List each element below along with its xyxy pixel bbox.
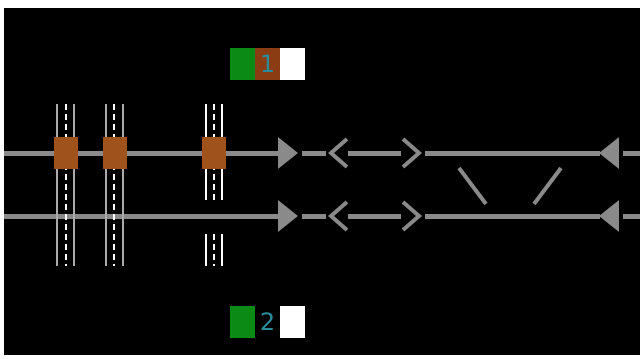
level-crossing[interactable] (54, 104, 78, 266)
track-segment[interactable] (425, 214, 600, 219)
track-segment[interactable] (623, 151, 640, 156)
track-segment[interactable] (348, 151, 401, 156)
crossover-left[interactable] (457, 166, 488, 206)
chevron-right-icon[interactable] (401, 137, 423, 169)
track-lower (4, 214, 640, 219)
track-segment[interactable] (4, 151, 278, 156)
chevron-left-icon[interactable] (327, 200, 349, 232)
track-diagram (4, 104, 640, 266)
track-upper (4, 151, 640, 156)
triangle-left-icon[interactable] (599, 137, 619, 169)
signal-number: 1 (255, 48, 280, 80)
crossing-gate[interactable] (54, 137, 78, 169)
track-segment[interactable] (302, 214, 326, 219)
track-segment[interactable] (4, 214, 278, 219)
signal-white-lamp[interactable] (280, 306, 305, 338)
signal-2[interactable]: 2 (230, 306, 305, 338)
track-diagram-panel: 1 2 (4, 8, 640, 355)
crossing-gate[interactable] (202, 137, 226, 169)
triangle-right-icon[interactable] (278, 137, 298, 169)
chevron-left-icon[interactable] (327, 137, 349, 169)
crossover-right[interactable] (532, 166, 563, 206)
track-segment[interactable] (302, 151, 326, 156)
signal-green-lamp[interactable] (230, 306, 255, 338)
triangle-right-icon[interactable] (278, 200, 298, 232)
chevron-right-icon[interactable] (401, 200, 423, 232)
triangle-left-icon[interactable] (599, 200, 619, 232)
signal-1[interactable]: 1 (230, 48, 305, 80)
crossing-gate[interactable] (103, 137, 127, 169)
signal-white-lamp[interactable] (280, 48, 305, 80)
level-crossing[interactable] (202, 104, 226, 266)
track-segment[interactable] (623, 214, 640, 219)
level-crossing[interactable] (103, 104, 127, 266)
signal-number: 2 (255, 306, 280, 338)
track-segment[interactable] (425, 151, 600, 156)
track-segment[interactable] (348, 214, 401, 219)
signal-green-lamp[interactable] (230, 48, 255, 80)
